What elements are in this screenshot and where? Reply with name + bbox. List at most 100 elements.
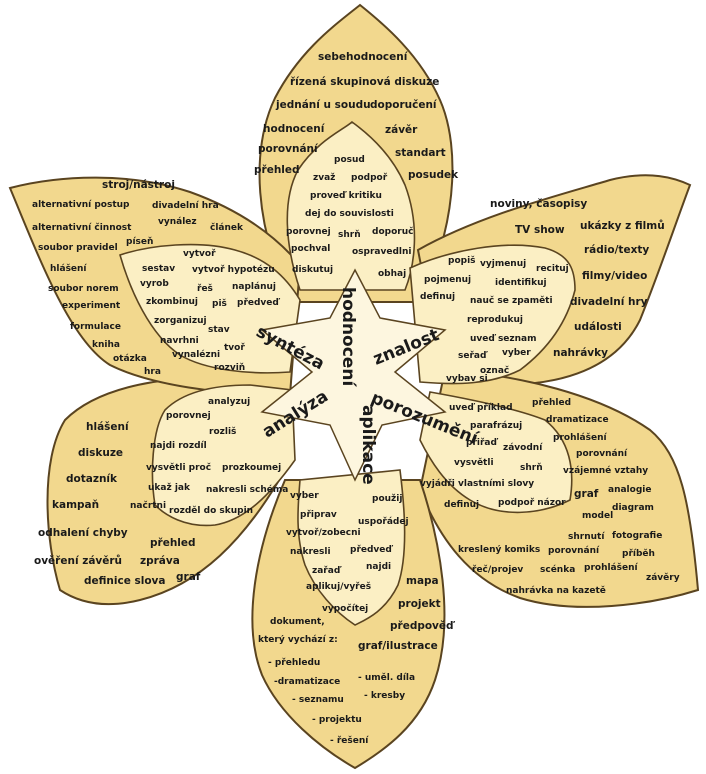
upper-left-outer-words: stroj/nástroj alternativní postup divade… — [32, 179, 244, 377]
word: vysvětli — [454, 457, 494, 468]
word: TV show — [515, 224, 565, 236]
word: identifikuj — [495, 278, 547, 288]
word: použij — [372, 494, 402, 504]
word: nakresli schéma — [206, 484, 288, 495]
word: pochval — [291, 244, 330, 254]
word: fotografie — [612, 531, 662, 541]
word: parafrázuj — [470, 421, 522, 431]
word: diagram — [612, 503, 654, 513]
word: definuj — [420, 292, 455, 302]
word: vzájemné vztahy — [563, 465, 648, 476]
word: aplikuj/vyřeš — [306, 581, 371, 592]
word: vytvoř/zobecni — [286, 528, 361, 538]
word: projekt — [398, 598, 441, 610]
word: označ — [480, 365, 509, 376]
word: shrň — [338, 230, 361, 240]
word: scénka — [540, 564, 575, 575]
word: nahrávky — [553, 347, 608, 359]
word: dokument, — [270, 617, 325, 627]
word: podpoř — [351, 173, 388, 183]
inner-petals — [119, 120, 576, 626]
word: soubor pravidel — [38, 243, 118, 253]
bottom-inner-words: vyber připrav použij uspořádej vytvoř/zo… — [286, 491, 409, 614]
category-hodnoceni: hodnocení — [338, 287, 358, 387]
word: předveď — [350, 545, 393, 555]
word: navrhni — [160, 336, 199, 346]
word: soubor norem — [48, 284, 119, 294]
upper-right-outer-words: noviny, časopisy TV show ukázky z filmů … — [490, 198, 665, 359]
word: experiment — [62, 301, 121, 311]
word: přehled — [532, 398, 571, 408]
word: vyber — [502, 348, 531, 358]
word: porovnání — [258, 143, 319, 155]
word: načrtni — [130, 500, 166, 511]
lower-right-outer-words: přehled dramatizace prohlášení porovnání… — [458, 398, 680, 596]
word: připrav — [300, 510, 337, 520]
word: stroj/nástroj — [102, 179, 175, 191]
word: předpověď — [390, 620, 456, 632]
upper-left-inner-words: vytvoř sestav vytvoř hypotézu vyrob řeš … — [140, 249, 280, 373]
word: model — [582, 511, 613, 521]
word: hlášení — [86, 421, 130, 433]
word: doporuč — [372, 226, 413, 237]
word: popiš — [448, 255, 476, 266]
lower-right-inner-words: uveď příklad parafrázuj přiřaď závodní v… — [420, 403, 566, 510]
word: graf — [176, 571, 201, 583]
word: posudek — [408, 169, 459, 181]
word: nahrávka na kazetě — [506, 585, 606, 596]
word: zpráva — [140, 555, 180, 567]
word: příběh — [622, 548, 655, 559]
word: zkombinuj — [146, 297, 198, 307]
word: formulace — [70, 322, 121, 332]
word: píseň — [126, 237, 153, 247]
word: hodnocení — [263, 123, 326, 135]
word: dej do souvislosti — [305, 209, 394, 219]
word: ukaž jak — [148, 483, 191, 493]
word: prohlášení — [553, 432, 607, 443]
word: jednání u soudu — [275, 99, 371, 111]
word: alternativní postup — [32, 200, 130, 210]
inner-petal-bottom — [297, 469, 406, 626]
word: shrnutí — [568, 532, 605, 542]
word: podpoř názor — [498, 498, 566, 508]
word: piš — [212, 298, 227, 309]
word: rádio/texty — [584, 244, 649, 256]
word: pojmenuj — [424, 275, 471, 285]
word: zvaž — [313, 173, 335, 183]
word: - řešení — [330, 735, 369, 746]
word: zorganizuj — [154, 316, 207, 326]
word: uveď příklad — [449, 403, 513, 413]
word: otázka — [113, 354, 147, 364]
word: analyzuj — [208, 397, 250, 407]
inner-petal-upper-right — [409, 244, 576, 385]
word: standart — [395, 147, 446, 159]
center-star — [260, 268, 447, 482]
word: nakresli — [290, 547, 331, 557]
word: - seznamu — [292, 695, 344, 705]
word: definuj — [444, 500, 479, 510]
word: proveď kritiku — [310, 191, 382, 201]
word: -dramatizace — [274, 677, 340, 687]
lower-left-inner-words: analyzuj porovnej rozliš najdi rozdíl vy… — [130, 397, 288, 516]
word: přiřaď — [466, 438, 498, 448]
word: najdi rozdíl — [150, 441, 207, 451]
inner-petal-upper-left — [119, 243, 301, 374]
word: řeš — [197, 283, 213, 294]
word: graf/ilustrace — [358, 640, 438, 652]
inner-petal-lower-right — [419, 391, 573, 514]
word: vypočítej — [322, 603, 368, 614]
word: recituj — [536, 264, 569, 274]
word: najdi — [366, 562, 391, 572]
word: vytvoř hypotézu — [192, 264, 275, 275]
word: řízená skupinová diskuze — [290, 76, 439, 88]
category-aplikace: aplikace — [358, 405, 378, 485]
word: vyjádři vlastními slovy — [420, 479, 534, 489]
word: ověření závěrů — [34, 554, 122, 567]
word: řeč/projev — [472, 564, 523, 575]
bottom-outer-words: mapa projekt předpověď graf/ilustrace do… — [258, 575, 456, 746]
word: dotazník — [66, 473, 118, 485]
word: divadelní hra — [152, 201, 219, 211]
top-inner-words: posud zvaž podpoř proveď kritiku dej do … — [286, 155, 413, 279]
word: hlášení — [50, 263, 87, 274]
